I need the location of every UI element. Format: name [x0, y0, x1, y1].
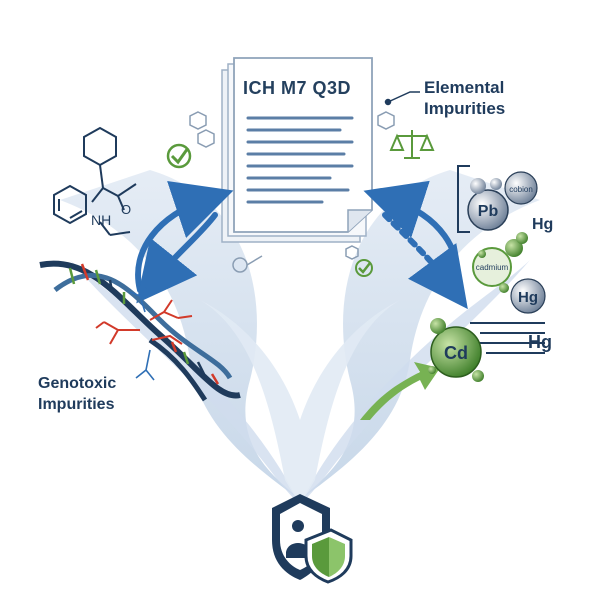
shield-person-icon	[272, 494, 353, 584]
check-icon	[355, 259, 373, 277]
mini-molecule-icon	[189, 111, 395, 260]
elemental-label-line1: Elemental	[424, 78, 505, 97]
cd-large-sphere	[428, 318, 484, 382]
pb-label: Pb	[478, 203, 499, 220]
cadmium-sphere	[472, 232, 528, 293]
hg-label-top: Hg	[532, 216, 553, 233]
cobalt-label: cobion	[509, 185, 533, 194]
cobalt-sphere	[504, 171, 538, 205]
cd-label: Cd	[444, 343, 468, 363]
elemental-impurities-label: Elemental Impurities	[424, 77, 505, 119]
document-title: ICH M7 Q3D	[243, 78, 352, 98]
cycle-arrows	[135, 180, 468, 310]
mercury-sphere	[510, 278, 546, 314]
oxygen-atom-label: O	[121, 202, 131, 217]
green-arrow	[360, 362, 440, 420]
lead-sphere	[467, 178, 509, 231]
callout-connectors	[384, 91, 420, 106]
genotoxic-label-line2: Impurities	[38, 396, 115, 413]
elemental-label-line2: Impurities	[424, 99, 506, 118]
check-icon	[166, 143, 192, 169]
hg-label-bottom: Hg	[528, 332, 552, 352]
cadmium-label: cadmium	[476, 263, 509, 272]
nh-atom-label: NH	[91, 212, 111, 228]
dna-helix-icon	[39, 260, 241, 402]
ich-document	[221, 57, 373, 243]
refresh-icon	[232, 255, 263, 273]
chemical-structure	[53, 126, 137, 236]
balance-scale-icon	[389, 130, 435, 159]
genotoxic-label-line1: Genotoxic	[38, 375, 117, 392]
elemental-bracket	[457, 165, 545, 354]
genotoxic-impurities-label: Genotoxic Impurities	[38, 373, 116, 415]
hg-label-mid: Hg	[518, 289, 538, 306]
